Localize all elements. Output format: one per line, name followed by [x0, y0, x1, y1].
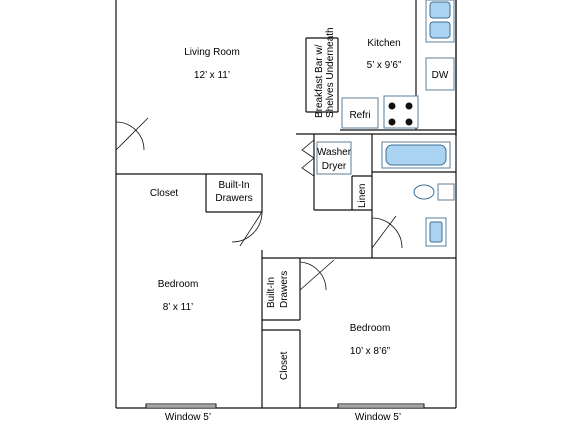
built-in-right-label: Built-In [266, 277, 277, 308]
bedroom-left-name: Bedroom [158, 279, 199, 290]
built-in-left-label: Built-In [218, 180, 249, 191]
bath-sink-basin [413, 184, 435, 200]
center-walls [262, 133, 456, 259]
burner-icon [405, 118, 413, 126]
bedroom-right-name: Bedroom [350, 323, 391, 334]
drawers-left-label: Drawers [215, 193, 252, 204]
door-swings [115, 117, 403, 291]
dishwasher-label: DW [432, 70, 449, 81]
sink-basin-top [429, 1, 451, 19]
window-left-label: Window 5’ [165, 412, 211, 423]
toilet-bowl [429, 221, 443, 243]
refrigerator-label: Refri [349, 110, 370, 121]
right-bedroom-walls [262, 258, 301, 408]
bathtub-basin [385, 144, 447, 166]
left-bedroom-walls [116, 173, 263, 408]
burner-icon [388, 102, 396, 110]
kitchen-size: 5’ x 9’6” [367, 60, 402, 71]
washer-label: Washer [317, 147, 352, 158]
drawers-right-label: Drawers [279, 271, 290, 308]
dryer-label: Dryer [322, 161, 347, 172]
burner-icon [405, 102, 413, 110]
linen-label: Linen [357, 184, 368, 208]
washer-dryer-box [316, 141, 352, 175]
bedroom-left-size: 8’ x 11’ [163, 302, 194, 313]
windows [145, 403, 425, 409]
refrigerator-box [341, 97, 379, 129]
dishwasher-box [425, 57, 455, 91]
sink-basin-bottom [429, 21, 451, 39]
kitchen-fixtures [341, 0, 455, 129]
breakfast-bar-label: Breakfast Bar w/ [314, 44, 325, 118]
bath-sink-box [437, 183, 455, 201]
kitchen-name: Kitchen [367, 38, 400, 49]
living-room-size: 12’ x 11’ [194, 70, 230, 81]
bedroom-right-size: 10’ x 8’6” [350, 346, 390, 357]
bathroom-fixtures [381, 141, 455, 247]
living-room-name: Living Room [184, 47, 240, 58]
burner-icon [388, 118, 396, 126]
outer-walls [115, 0, 457, 409]
closet-right-label: Closet [279, 351, 290, 380]
breakfast-bar-label-2: Shelves Underneath [325, 27, 336, 118]
closet-left-label: Closet [150, 188, 179, 199]
window-right-label: Window 5’ [355, 412, 401, 423]
